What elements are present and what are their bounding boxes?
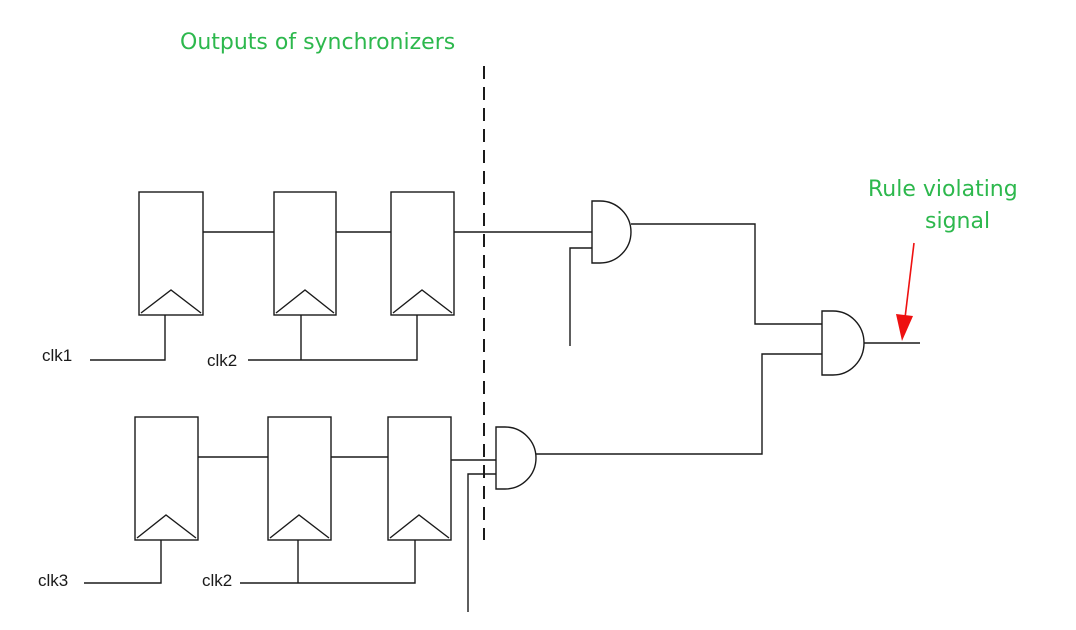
clock-label: clk1: [42, 346, 72, 365]
clock-triangle: [275, 289, 335, 314]
annotation-label: signal: [925, 209, 990, 234]
clock-wire: [84, 540, 162, 584]
annotation-label: Rule violating: [868, 177, 1018, 202]
flip-flop: [138, 191, 204, 316]
arrow-icon: [896, 242, 915, 341]
and-input-wire: [467, 473, 496, 612]
clock-label: clk2: [202, 571, 232, 590]
bottom-synchronizer-chain: [84, 416, 496, 584]
flip-flop: [273, 191, 337, 316]
and-output-wire: [536, 353, 822, 455]
clock-wire: [90, 315, 166, 361]
flip-flop: [134, 416, 199, 541]
title-label: Outputs of synchronizers: [180, 30, 455, 55]
clock-triangle: [389, 514, 450, 539]
clock-label: clk3: [38, 571, 68, 590]
bottom-and-gate: [467, 353, 822, 612]
top-and-gate: [569, 200, 822, 346]
and-input-wire: [569, 247, 592, 346]
flip-flop: [267, 416, 332, 541]
and-output-wire: [631, 223, 822, 325]
top-synchronizer-chain: [90, 191, 592, 361]
flip-flop: [390, 191, 455, 316]
clock-wire: [240, 540, 416, 584]
clock-triangle: [392, 289, 453, 314]
final-and-gate: [821, 310, 920, 376]
clock-triangle: [269, 514, 330, 539]
clock-label: clk2: [207, 351, 237, 370]
clock-wire: [248, 315, 418, 361]
clock-triangle: [140, 289, 202, 314]
clock-triangle: [136, 514, 197, 539]
flip-flop: [387, 416, 452, 541]
